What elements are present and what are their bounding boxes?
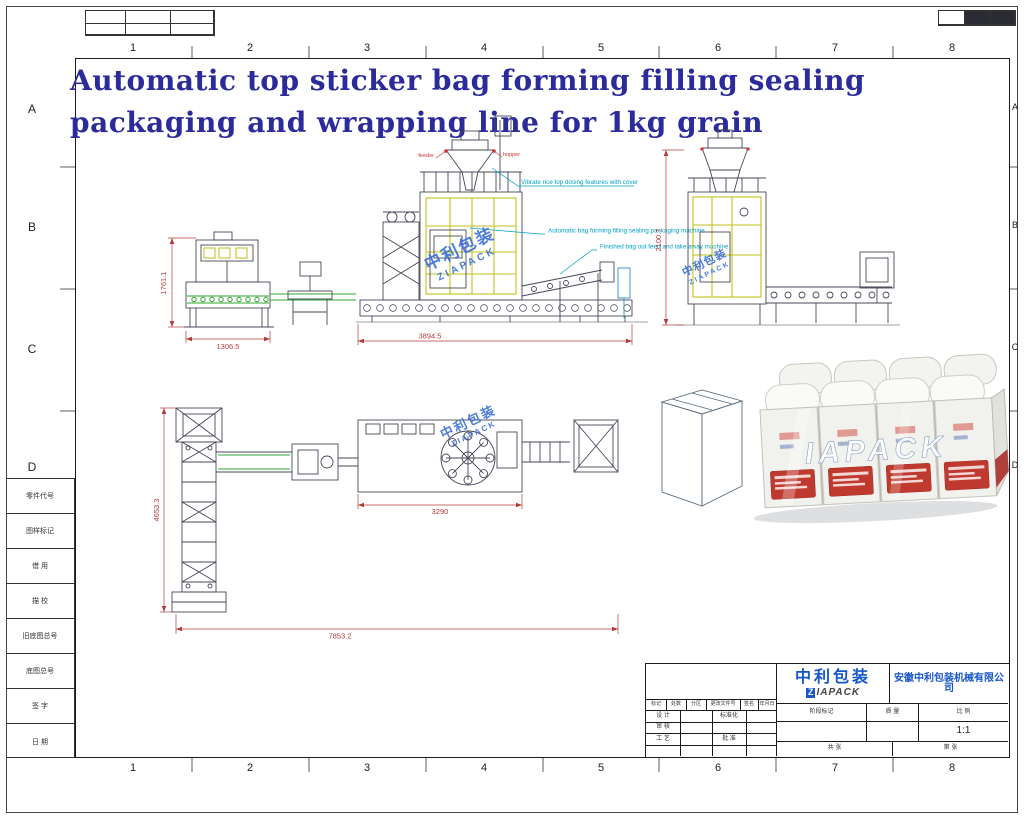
dim-text-rotary-width: 3290 bbox=[432, 507, 449, 516]
red-label-right: hopper bbox=[503, 152, 520, 158]
dim-plan-view: 4653.3 3290 7853.2 bbox=[152, 407, 619, 641]
margin-table-row: 签 字 bbox=[6, 689, 74, 724]
margin-table-row: 描 校 bbox=[6, 584, 74, 619]
callout-texts: Vibrate rice top dosing features with co… bbox=[521, 179, 729, 251]
tb-design: 设 计 bbox=[656, 712, 670, 719]
top-left-corner-table bbox=[85, 10, 215, 36]
tb-file: 更改文件号 bbox=[710, 700, 736, 707]
margin-table-row: 旧底图总号 bbox=[6, 619, 74, 654]
tb-sheet-no: 第 张 bbox=[943, 745, 958, 752]
margin-table-row: 底图总号 bbox=[6, 654, 74, 689]
grid-row-label: A bbox=[1011, 102, 1018, 112]
logo-chinese: 中利包装 bbox=[794, 668, 871, 686]
logo-iapack: IAPACK bbox=[816, 686, 861, 698]
grid-col-label: 2 bbox=[246, 762, 254, 774]
callout-outfeed: Finished bag out feed and take away mach… bbox=[600, 244, 729, 251]
photo-brand-text: IAPACK bbox=[804, 430, 948, 470]
dim-text-main-width: 3894.5 bbox=[419, 332, 442, 341]
tb-sign: 签名 bbox=[743, 700, 754, 707]
dim-text-machine-height: 2100.7 bbox=[654, 229, 663, 252]
dim-text-total-length: 7853.2 bbox=[329, 632, 352, 641]
tb-count: 处数 bbox=[670, 700, 681, 707]
product-photo-bundle: IAPACK bbox=[753, 353, 1010, 524]
margin-table: 零件代号 图样标记 借 用 描 校 旧底图总号 底图总号 签 字 日 期 bbox=[6, 478, 75, 758]
grid-col-label: 2 bbox=[246, 42, 254, 54]
outer-border bbox=[6, 6, 1018, 813]
inner-frame bbox=[75, 58, 1010, 758]
carton-drawing bbox=[660, 389, 744, 507]
dim-side-view: 2100.7 bbox=[654, 149, 684, 326]
top-right-corner-table bbox=[938, 10, 1016, 26]
red-labels: feeder hopper bbox=[418, 152, 520, 159]
callout-leaders bbox=[469, 167, 634, 275]
margin-table-row: 日 期 bbox=[32, 738, 48, 746]
drawing-title-line2: packaging and wrapping line for 1kg grai… bbox=[70, 106, 764, 139]
grid-row-label: D bbox=[1011, 460, 1019, 470]
grid-col-label: 7 bbox=[831, 42, 839, 54]
margin-table-row: 借 用 bbox=[6, 549, 74, 584]
zone-ticks bbox=[60, 46, 1018, 772]
tb-craft: 工 艺 bbox=[656, 735, 670, 742]
grid-col-label: 7 bbox=[831, 762, 839, 774]
grid-col-label: 1 bbox=[129, 762, 137, 774]
tb-mass: 质 量 bbox=[885, 708, 900, 715]
tb-mark: 标记 bbox=[650, 700, 661, 707]
red-label-left: feeder bbox=[418, 153, 434, 159]
grid-col-label: 3 bbox=[363, 762, 371, 774]
tb-total-sheet: 共 张 bbox=[827, 745, 842, 752]
company-logo: 中利包装 Z IAPACK bbox=[777, 665, 889, 703]
tb-date: 年月日 bbox=[759, 700, 775, 707]
front-view-main-machine bbox=[356, 115, 648, 323]
callout-hopper: Vibrate rice top dosing features with co… bbox=[521, 179, 638, 186]
margin-table-row: 图样标记 bbox=[6, 514, 74, 549]
grid-col-label: 4 bbox=[480, 762, 488, 774]
tb-stage: 阶段标记 bbox=[809, 708, 834, 715]
grid-col-label: 3 bbox=[363, 42, 371, 54]
grid-col-label: 8 bbox=[948, 762, 956, 774]
grid-col-label: 6 bbox=[714, 762, 722, 774]
logo-english: Z IAPACK bbox=[805, 686, 861, 699]
title-block: 标记 处数 分区 更改文件号 签名 年月日 设 计 标准化 审 核 工 艺 批 … bbox=[645, 663, 1010, 758]
grid-col-label: 1 bbox=[129, 42, 137, 54]
grid-col-label: 5 bbox=[597, 42, 605, 54]
callout-machine: Automatic bag forming filling sealing pa… bbox=[548, 228, 705, 235]
tb-check: 审 核 bbox=[656, 724, 670, 731]
side-view-machine bbox=[676, 129, 900, 326]
grid-row-label: C bbox=[27, 342, 37, 356]
company-name: 安徽中利包装机械有限公司 bbox=[894, 672, 1004, 694]
tb-standard: 标准化 bbox=[719, 712, 738, 719]
dim-checkweigher: 1761.1 1306.5 bbox=[159, 237, 271, 351]
grid-row-label: C bbox=[1011, 342, 1019, 352]
front-view-checkweigher bbox=[184, 231, 356, 328]
plan-view bbox=[171, 407, 619, 613]
watermark-plan: 中利包装 ZIAPACK bbox=[438, 402, 499, 448]
dim-main-machine: 3894.5 bbox=[357, 324, 633, 345]
dim-text-width: 1306.5 bbox=[217, 342, 240, 351]
grid-row-label: D bbox=[27, 460, 37, 474]
grid-row-label: A bbox=[27, 102, 36, 116]
grid-row-label: B bbox=[27, 220, 36, 234]
grid-col-label: 5 bbox=[597, 762, 605, 774]
grid-col-label: 4 bbox=[480, 42, 488, 54]
grid-row-label: B bbox=[1011, 220, 1018, 230]
tb-approve: 批 准 bbox=[722, 735, 736, 742]
tb-scale: 比 例 bbox=[956, 708, 971, 715]
dim-text-height: 1761.1 bbox=[159, 272, 168, 295]
dim-text-plan-depth: 4653.3 bbox=[152, 499, 161, 522]
tb-zone: 分区 bbox=[690, 700, 701, 707]
watermark-main: 中利包装 ZIAPACK bbox=[421, 223, 499, 284]
grid-col-label: 8 bbox=[948, 42, 956, 54]
tb-scale-value: 1:1 bbox=[956, 724, 971, 736]
logo-z-mark: Z bbox=[805, 687, 816, 698]
drawing-title-line1: Automatic top sticker bag forming fillin… bbox=[70, 64, 866, 97]
margin-table-row: 零件代号 bbox=[6, 479, 74, 514]
grid-col-label: 6 bbox=[714, 42, 722, 54]
